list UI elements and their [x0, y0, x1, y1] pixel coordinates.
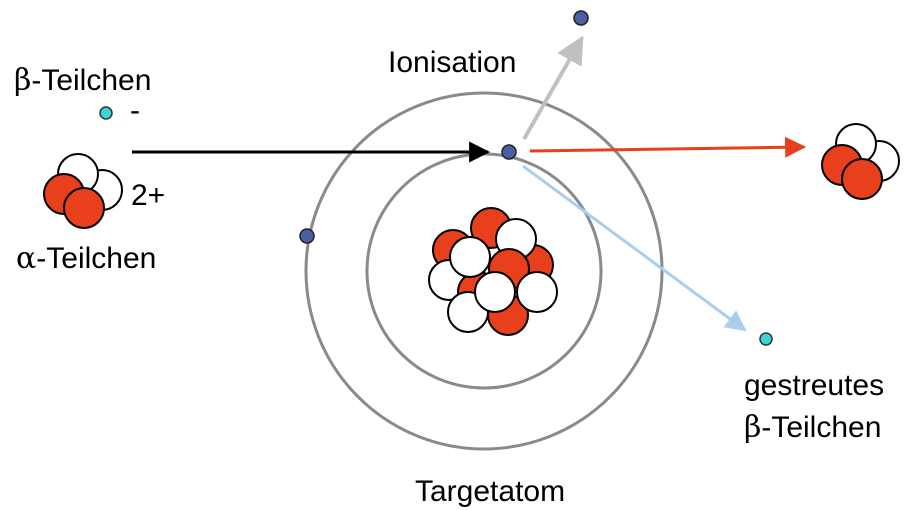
scattered-alpha-particle [821, 123, 900, 200]
outer-orbit [304, 91, 664, 451]
beta-particle [99, 106, 113, 120]
scattered-beta-particle [759, 332, 773, 346]
beta-charge-label: - [130, 94, 140, 127]
alpha-particle-label: α-Teilchen [16, 241, 156, 276]
ionisation-label: Ionisation [388, 46, 516, 79]
scattered-beta-arrow [522, 164, 747, 332]
alpha-particle [43, 153, 123, 229]
target-nucleus [428, 207, 558, 336]
alpha-charge-label: 2+ [131, 179, 165, 212]
scattered-beta-label-line1: gestreutes [744, 369, 884, 402]
target-electron [501, 144, 517, 160]
ejected-electron [573, 10, 589, 26]
ionisation-electron-arrow [522, 35, 584, 140]
scattered-alpha-arrow [529, 136, 807, 158]
target-atom-label: Targetatom [415, 475, 565, 508]
orbit-electron [299, 228, 315, 244]
scattered-beta-label-line2: β-Teilchen [744, 410, 881, 445]
beta-particle-label: β-Teilchen [14, 63, 151, 98]
